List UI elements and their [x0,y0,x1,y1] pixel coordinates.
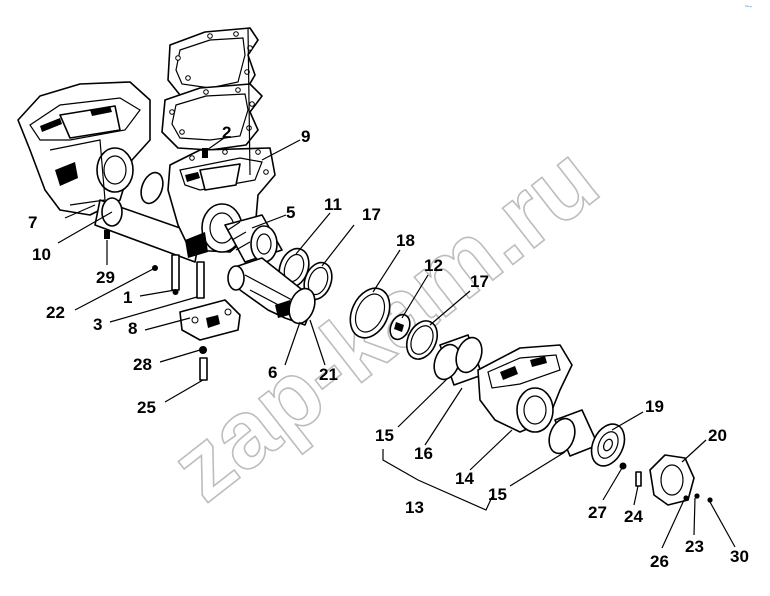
cap-20 [649,454,695,506]
bolt-1 [171,254,180,295]
ring-18 [349,287,391,339]
label-10: 10 [32,245,51,264]
screw-30 [707,497,713,503]
bearing-19 [590,423,626,467]
label-16: 16 [414,444,433,463]
label-7: 7 [28,213,37,232]
label-19: 19 [645,397,664,416]
label-22: 22 [46,303,65,322]
gasket-lower [161,83,263,151]
bolt-24 [635,471,642,487]
label-23: 23 [685,537,704,556]
label-17a: 17 [362,205,381,224]
bracket-8 [179,299,241,341]
label-17b: 17 [470,272,489,291]
label-15b: 15 [488,485,507,504]
bushing-16 [433,334,483,386]
plate-12 [389,313,411,341]
left-seal-ring [140,171,164,205]
label-12: 12 [424,256,443,275]
label-8: 8 [128,319,137,338]
pin-2 [202,148,208,158]
nut-28 [199,346,207,354]
label-11: 11 [324,195,342,214]
label-24: 24 [624,507,643,526]
bolt-25 [199,357,208,381]
label-21: 21 [319,365,338,384]
label-6: 6 [268,363,277,382]
label-18: 18 [396,231,415,250]
spindle-sleeve [224,214,283,263]
ring-17-lower [405,320,439,360]
washer-23 [694,493,700,499]
washer-26 [683,495,689,501]
label-20: 20 [708,426,727,445]
label-15a: 15 [375,426,394,445]
label-29: 29 [96,268,115,287]
label-27: 27 [588,503,607,522]
left-housing [17,81,151,216]
plug-29 [104,230,110,239]
corner-mark: ~- [744,2,752,11]
ring-21 [288,287,316,325]
label-14: 14 [455,469,474,488]
right-housing [477,344,573,433]
bolt-3 [196,261,205,299]
label-3: 3 [93,315,102,334]
leader-lines [57,27,736,549]
label-2: 2 [222,123,231,142]
label-28: 28 [133,355,152,374]
label-26: 26 [650,552,669,571]
washer-27 [619,462,627,470]
label-5: 5 [286,203,295,222]
label-30: 30 [730,547,749,566]
callout-labels: 1 2 3 5 6 7 8 9 10 11 12 13 14 15 15 16 … [28,123,749,571]
label-13: 13 [405,498,424,517]
label-25: 25 [137,398,156,417]
label-9: 9 [301,127,310,146]
label-1: 1 [123,288,132,307]
